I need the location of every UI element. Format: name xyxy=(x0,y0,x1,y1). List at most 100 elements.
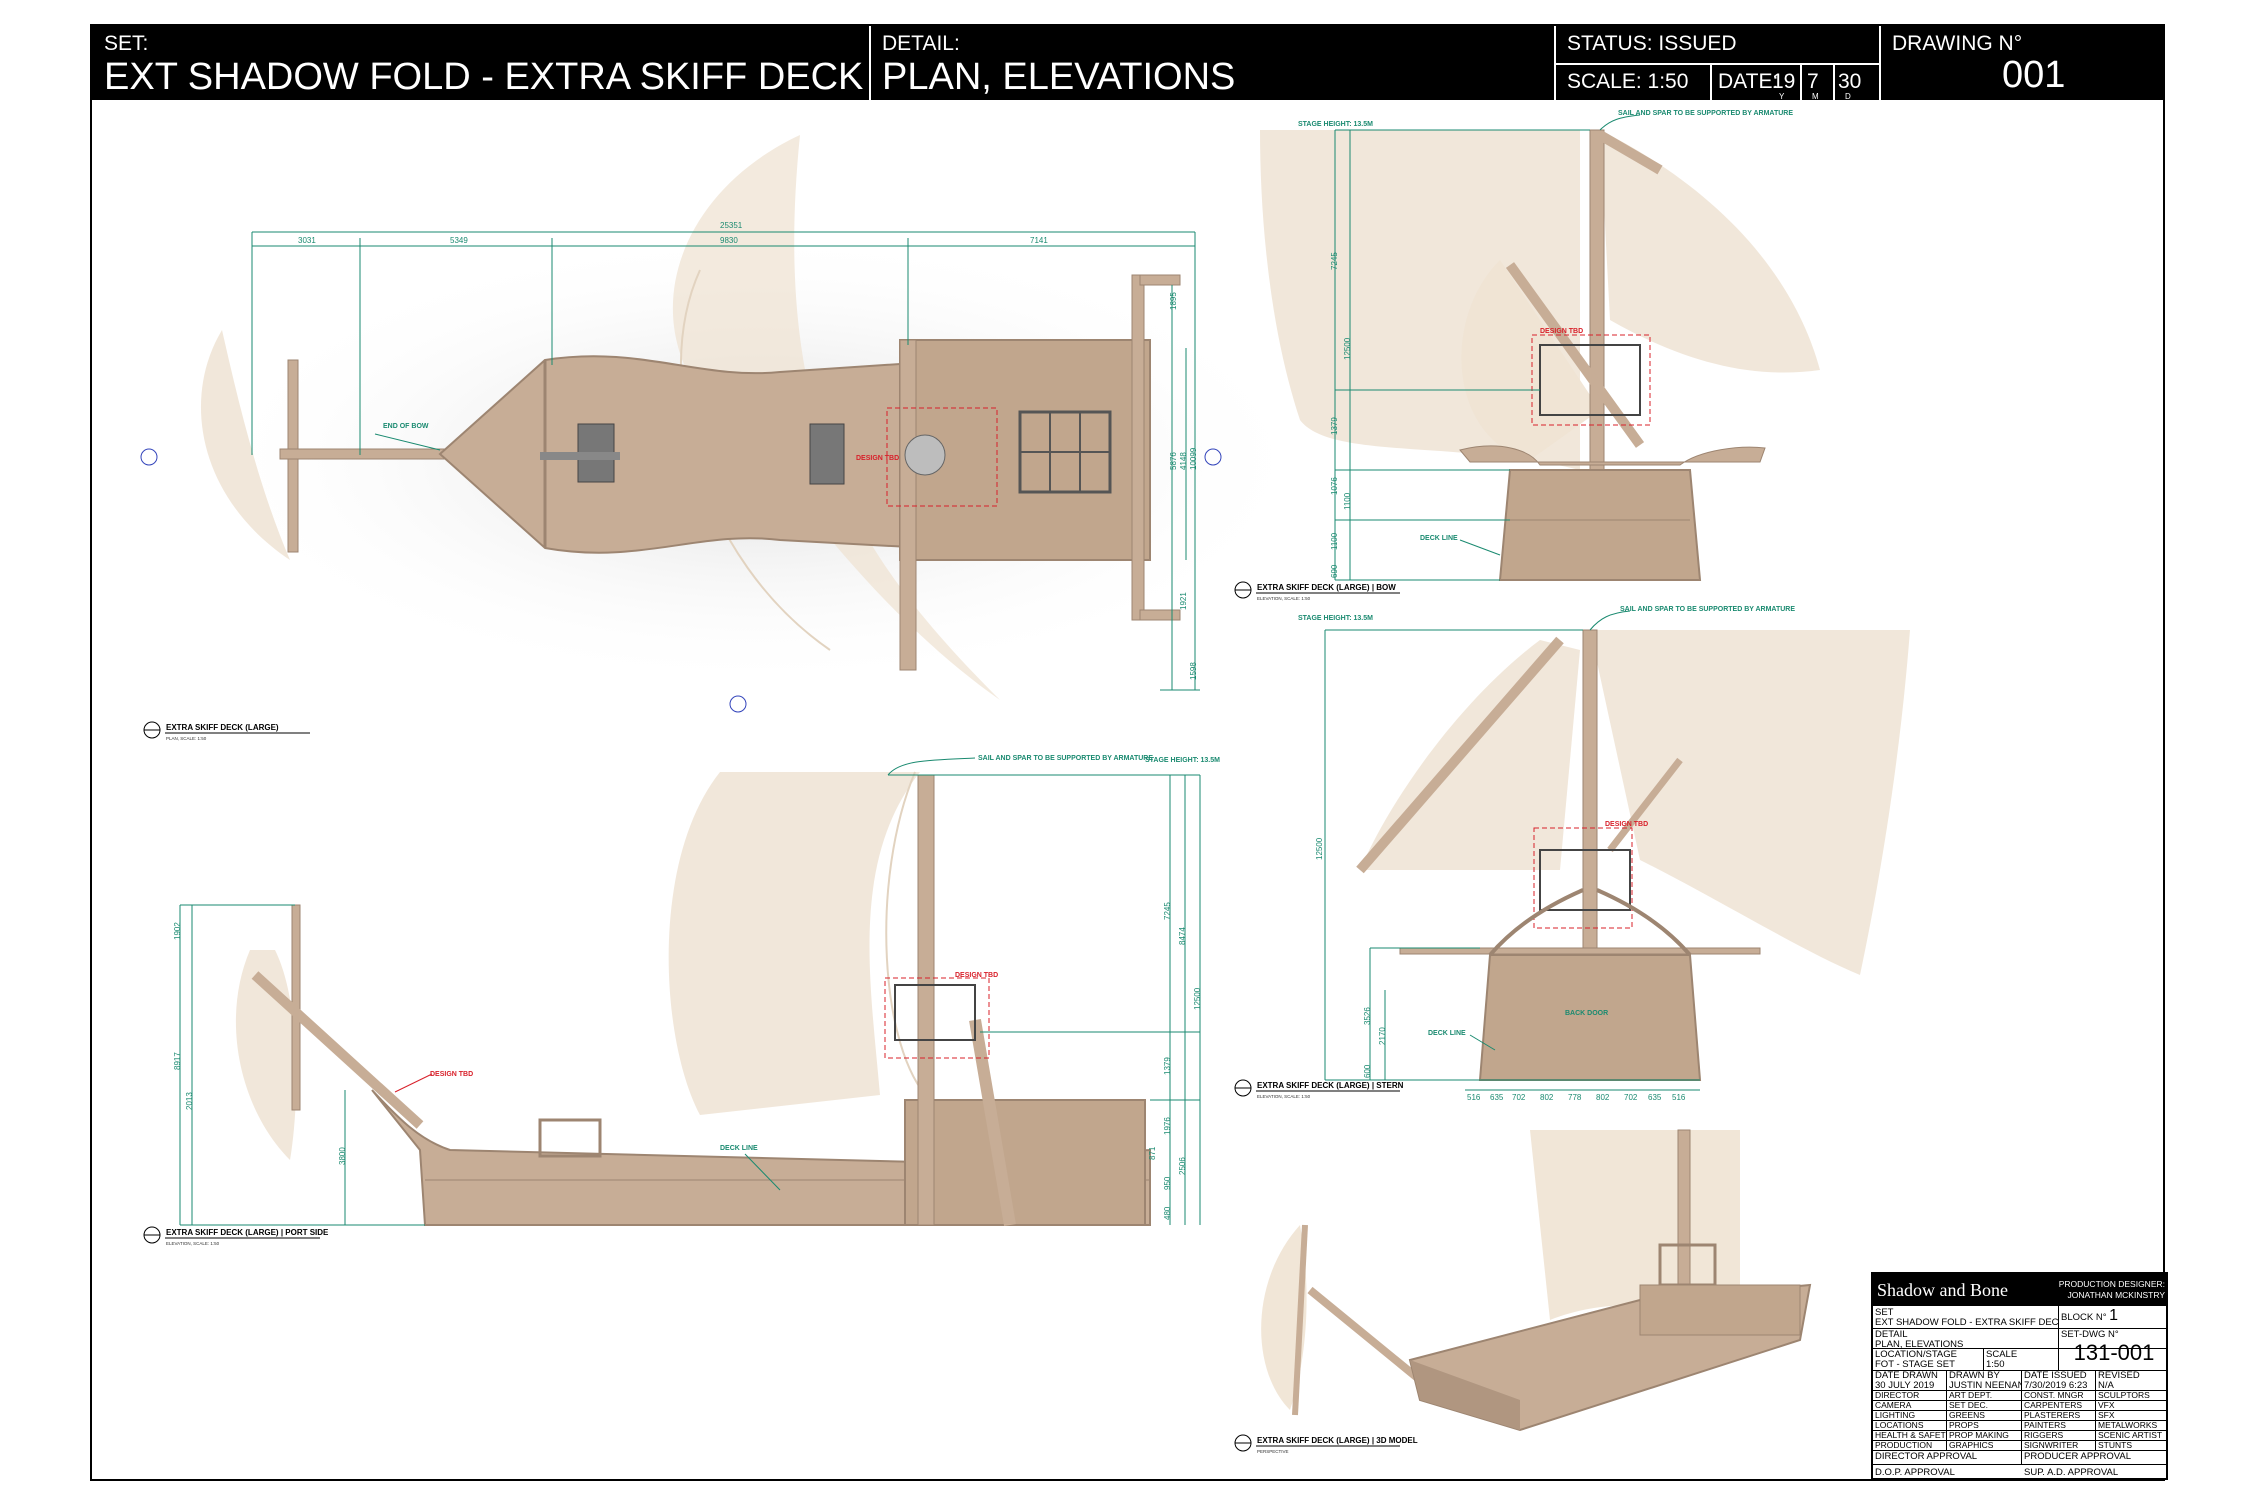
model-caption-sub: PERSPECTIVE xyxy=(1257,1449,1289,1454)
stern-right-sail xyxy=(1590,630,1910,975)
header-detail-block: DETAIL: PLAN, ELEVATIONS xyxy=(870,26,1555,100)
tb-setdwg-value: 131-001 xyxy=(2073,1339,2155,1364)
tb-drawn-by-value: JUSTIN NEENAN xyxy=(1949,1379,2021,1390)
model-view: EXTRA SKIFF DECK (LARGE) | 3D MODEL PERS… xyxy=(1234,1129,1812,1454)
port-mast xyxy=(917,774,935,1226)
port-design-tbd-box xyxy=(884,977,990,1059)
port-dim-r8: 2506 xyxy=(1178,1157,1187,1175)
plan-hatch-2 xyxy=(809,423,845,485)
stern-dim-b5: 778 xyxy=(1568,1093,1582,1102)
plan-dim-r4: 10099 xyxy=(1189,447,1198,470)
department-cell: PAINTERS xyxy=(2024,1421,2066,1430)
department-cell: PRODUCTION xyxy=(1875,1441,1933,1450)
plan-bow-sail xyxy=(200,330,290,560)
bow-note-sail: SAIL AND SPAR TO BE SUPPORTED BY ARMATUR… xyxy=(1618,110,1793,117)
department-cell: HEALTH & SAFETY xyxy=(1875,1431,1946,1440)
date-year-key: Y xyxy=(1779,92,1785,101)
stern-dim-l3: 2170 xyxy=(1378,1027,1387,1045)
department-cell: LOCATIONS xyxy=(1875,1421,1924,1430)
tb-date-drawn-value: 30 JULY 2019 xyxy=(1875,1379,1935,1390)
drawing-no: 001 xyxy=(2002,54,2066,96)
department-cell: PROPS xyxy=(1949,1421,1979,1430)
port-dim-l1: 1902 xyxy=(173,922,182,940)
department-cell: VFX xyxy=(2098,1401,2115,1410)
tb-block-value: 1 xyxy=(2109,1308,2119,1324)
plan-bow-leader xyxy=(374,433,441,451)
stern-caption-sub: ELEVATION, SCALE: 1:50 xyxy=(1257,1094,1311,1099)
department-cell: LIGHTING xyxy=(1875,1411,1916,1420)
show-logo: Shadow and Bone xyxy=(1877,1280,2008,1300)
stern-dim-l1: 12500 xyxy=(1315,837,1324,860)
date-label: DATE: xyxy=(1718,70,1779,93)
header-status-rule xyxy=(1555,63,1880,65)
bow-view: DESIGN TBD DECK LINE STAGE HEIGHT: 13.5M… xyxy=(1234,110,1820,601)
plan-transom-beam xyxy=(1131,274,1145,621)
set-label: SET: xyxy=(104,32,149,55)
port-design-tbd-1: DESIGN TBD xyxy=(955,972,998,979)
stern-note-sail: SAIL AND SPAR TO BE SUPPORTED BY ARMATUR… xyxy=(1620,606,1795,613)
tb-director-approval: DIRECTOR APPROVAL xyxy=(1875,1452,1978,1462)
plan-design-tbd: DESIGN TBD xyxy=(856,455,899,462)
tb-location-label: LOCATION/STAGE xyxy=(1875,1350,1957,1360)
tb-date-issued-value: 7/30/2019 6:23 xyxy=(2024,1379,2088,1390)
date-day-key: D xyxy=(1845,92,1851,101)
model-stern-house xyxy=(1639,1284,1801,1336)
drawing-no-label: DRAWING N° xyxy=(1892,32,2023,55)
production-designer-name: JONATHAN MCKINSTRY xyxy=(2067,1289,2165,1300)
title-block-logo-area: Shadow and Bone xyxy=(1873,1274,2058,1306)
bow-dimensions xyxy=(1334,129,1590,581)
production-designer-area: PRODUCTION DESIGNER: JONATHAN MCKINSTRY xyxy=(2058,1274,2168,1306)
department-cell: SCULPTORS xyxy=(2098,1391,2150,1400)
department-cell: PLASTERERS xyxy=(2024,1411,2081,1420)
header-drawing-block: DRAWING N° 001 xyxy=(1880,26,2163,100)
bow-dim-7: 690 xyxy=(1330,564,1339,578)
port-main-sail xyxy=(668,772,920,1115)
port-support xyxy=(969,1018,1016,1227)
model-bow-spar xyxy=(1292,1224,1308,1416)
plan-caption: EXTRA SKIFF DECK (LARGE) xyxy=(166,723,279,732)
bow-dim-6: 1100 xyxy=(1330,532,1339,550)
port-stern-house xyxy=(904,1099,1146,1226)
stern-dim-b3: 702 xyxy=(1512,1093,1526,1102)
tb-dop-approval: D.O.P. APPROVAL xyxy=(1875,1468,1955,1478)
plan-dim-r1: 1895 xyxy=(1169,292,1178,310)
bow-hull xyxy=(1498,469,1702,581)
department-cell: SCENIC ARTIST xyxy=(2098,1431,2163,1440)
plan-mast-yard xyxy=(899,339,917,671)
tb-revised-label: REVISED xyxy=(2098,1371,2140,1381)
detail-title: PLAN, ELEVATIONS xyxy=(882,56,1236,98)
tb-setdwg-label: SET-DWG N° xyxy=(2061,1330,2119,1340)
plan-dim-r5: 1921 xyxy=(1179,592,1188,610)
header-date-divider xyxy=(1800,63,1802,100)
stern-caption: EXTRA SKIFF DECK (LARGE) | STERN xyxy=(1257,1081,1404,1090)
status-text: STATUS: ISSUED xyxy=(1567,32,1737,55)
tb-location-value: FOT - STAGE SET xyxy=(1875,1358,1955,1369)
plan-dimensions xyxy=(251,231,1200,691)
port-dim-r3: 12500 xyxy=(1193,987,1202,1010)
tb-date-issued-label: DATE ISSUED xyxy=(2024,1371,2087,1381)
stern-dimensions xyxy=(1324,629,1700,1091)
date-month-key: M xyxy=(1812,92,1819,101)
port-note-sail: SAIL AND SPAR TO BE SUPPORTED BY ARMATUR… xyxy=(978,755,1153,762)
port-dim-r6: 871 xyxy=(1148,1146,1157,1160)
department-cell: STUNTS xyxy=(2098,1441,2132,1450)
plan-callout-right xyxy=(1204,448,1222,466)
department-cell: PROP MAKING xyxy=(1949,1431,2009,1440)
port-dim-l2: 8917 xyxy=(173,1052,182,1070)
department-cell: SFX xyxy=(2098,1411,2115,1420)
stern-hull xyxy=(1478,954,1702,1081)
bow-caption: EXTRA SKIFF DECK (LARGE) | BOW xyxy=(1257,583,1396,592)
plan-dim-3: 9830 xyxy=(720,236,738,245)
bow-stage-height: STAGE HEIGHT: 13.5M xyxy=(1298,121,1373,128)
stern-deck-wings xyxy=(1399,947,1761,955)
port-dim-r4: 1379 xyxy=(1163,1057,1172,1075)
stern-dim-b6: 802 xyxy=(1596,1093,1610,1102)
port-dim-r7: 950 xyxy=(1163,1176,1172,1190)
tb-revised-value: N/A xyxy=(2098,1379,2114,1390)
bow-dim-3: 1379 xyxy=(1330,417,1339,435)
plan-dim-1: 3031 xyxy=(298,236,316,245)
department-cell: DIRECTOR xyxy=(1875,1391,1920,1400)
department-cell: METALWORKS xyxy=(2098,1421,2158,1430)
stern-design-tbd: DESIGN TBD xyxy=(1605,821,1648,828)
tb-scale-label: SCALE xyxy=(1986,1350,2018,1360)
